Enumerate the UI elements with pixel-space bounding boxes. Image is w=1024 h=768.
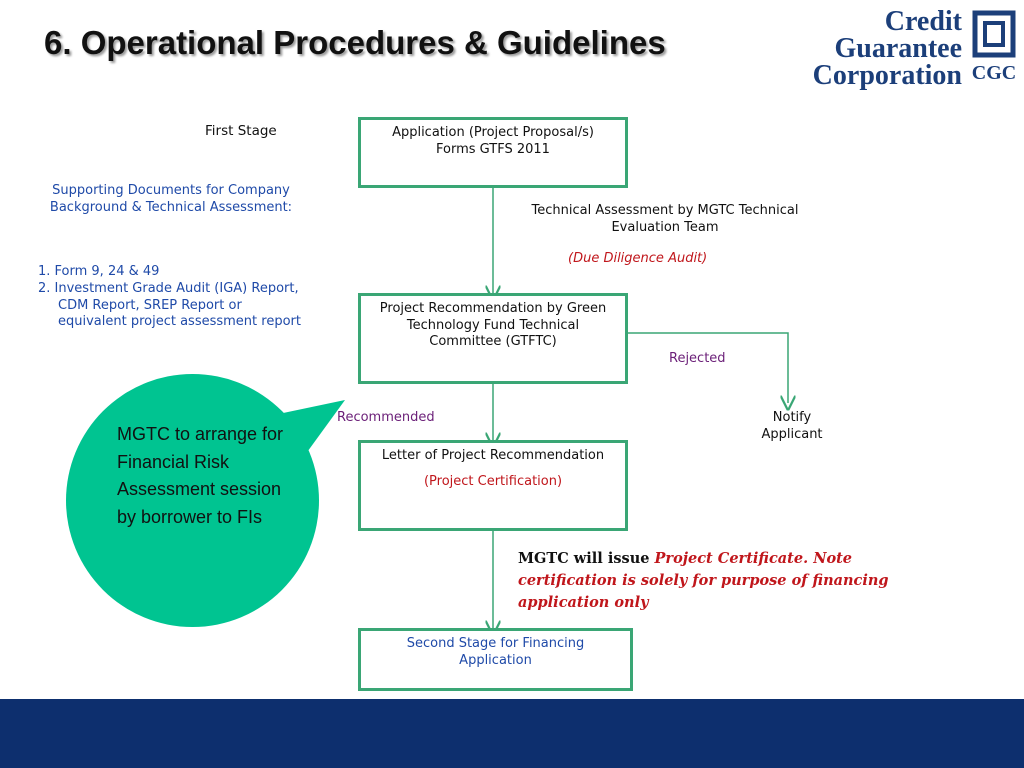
first-stage-label: First Stage: [205, 123, 277, 139]
mgtc-issue-note: MGTC will issue Project Certificate. Not…: [518, 548, 948, 614]
letter-box-title: Letter of Project Recommendation: [381, 448, 605, 463]
logo-line-guarantee: Guarantee: [834, 33, 962, 64]
supporting-docs-item-1: 1. Form 9, 24 & 49: [38, 264, 160, 279]
page-title: 6. Operational Procedures & Guidelines: [44, 24, 666, 61]
application-box: Application (Project Proposal/s) Forms G…: [358, 117, 628, 188]
flow-connectors: [0, 187, 1024, 700]
footer-bar: [0, 699, 1024, 768]
technical-assessment-label: Technical Assessment by MGTC Technical E…: [531, 203, 799, 235]
supporting-docs-heading: Supporting Documents for Company Backgro…: [49, 183, 293, 215]
recommendation-box: Project Recommendation by Green Technolo…: [358, 293, 628, 384]
supporting-docs-item-2: 2. Investment Grade Audit (IGA) Report, …: [38, 281, 301, 329]
letter-box: Letter of Project Recommendation (Projec…: [358, 440, 628, 531]
second-stage-box: Second Stage for Financing Application: [358, 628, 633, 691]
cgc-logo-icon: [972, 10, 1016, 58]
rejected-label: Rejected: [669, 351, 726, 366]
logo-line-corporation: Corporation: [812, 60, 962, 91]
logo-abbr: CGC: [971, 62, 1017, 84]
mgtc-issue-prefix: MGTC will issue: [518, 550, 655, 567]
callout-bubble-tail: [250, 400, 345, 455]
cgc-logo-text: Credit Guarantee Corporation: [806, 6, 962, 91]
callout-bubble-text: MGTC to arrange for Financial Risk Asses…: [117, 424, 284, 527]
logo-line-credit: Credit: [884, 6, 962, 37]
arrow-rejected-to-notify: [627, 332, 788, 403]
recommended-label: Recommended: [337, 410, 435, 425]
due-diligence-label: (Due Diligence Audit): [568, 251, 708, 266]
callout-bubble: [66, 374, 319, 627]
letter-box-note: (Project Certification): [423, 473, 563, 489]
mgtc-issue-highlight: Project Certificate. Note certification …: [518, 550, 889, 611]
notify-applicant-label: Notify Applicant: [761, 410, 823, 442]
